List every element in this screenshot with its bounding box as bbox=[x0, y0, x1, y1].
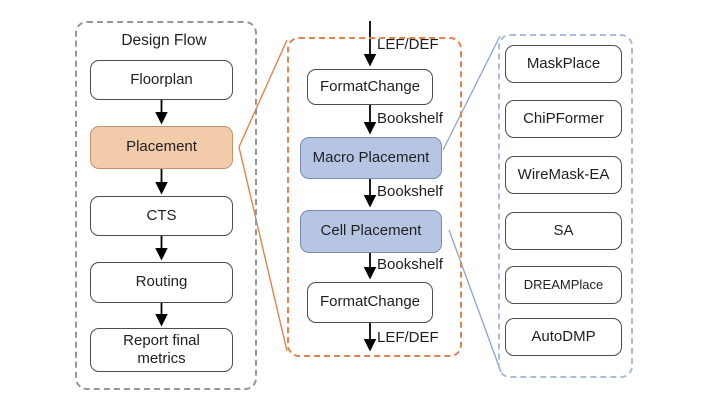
edge-label-lefdef-output: LEF/DEF bbox=[377, 329, 439, 346]
flow-box-cts: CTS bbox=[90, 196, 233, 236]
design-flow-panel bbox=[75, 21, 257, 390]
method-box-maskplace: MaskPlace bbox=[505, 45, 622, 83]
flow-box-report-final-metrics: Report final metrics bbox=[90, 328, 233, 372]
pipeline-box-macro-placement: Macro Placement bbox=[300, 137, 442, 179]
flow-box-routing: Routing bbox=[90, 262, 233, 303]
method-box-dreamplace: DREAMPlace bbox=[505, 266, 622, 304]
design-flow-title: Design Flow bbox=[121, 32, 207, 49]
edge-label-bookshelf-3: Bookshelf bbox=[377, 256, 443, 273]
pipeline-box-formatchange-bottom: FormatChange bbox=[307, 282, 433, 323]
method-box-autodmp: AutoDMP bbox=[505, 318, 622, 356]
connector-placement-to-middle-bottom bbox=[238, 146, 288, 352]
method-box-wiremask-ea: WireMask-EA bbox=[505, 156, 622, 194]
flow-box-floorplan: Floorplan bbox=[90, 60, 233, 100]
edge-label-lefdef-input: LEF/DEF bbox=[377, 36, 439, 53]
method-box-chipformer: ChiPFormer bbox=[505, 100, 622, 138]
pipeline-box-cell-placement: Cell Placement bbox=[300, 210, 442, 253]
connector-macro-to-right-top bbox=[442, 35, 501, 151]
flow-box-placement: Placement bbox=[90, 126, 233, 169]
connector-placement-to-middle-top bbox=[238, 39, 288, 148]
pipeline-box-formatchange-top: FormatChange bbox=[307, 69, 433, 105]
edge-label-bookshelf-1: Bookshelf bbox=[377, 110, 443, 127]
placement-methods-panel bbox=[498, 34, 633, 378]
method-box-sa: SA bbox=[505, 212, 622, 250]
connector-cell-to-right-bottom bbox=[448, 229, 502, 373]
edge-label-bookshelf-2: Bookshelf bbox=[377, 183, 443, 200]
placement-pipeline-panel bbox=[287, 37, 462, 357]
